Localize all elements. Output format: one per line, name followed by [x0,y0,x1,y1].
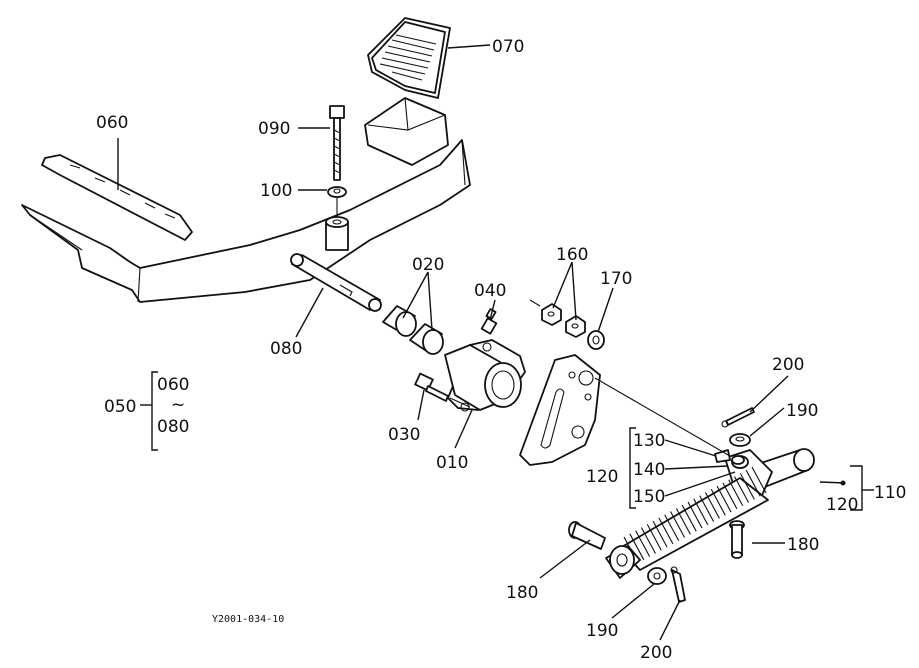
pedal-arm [21,139,471,303]
label-050-item-080: 080 [157,417,189,437]
spring-coil-line [693,498,709,526]
bolt-030 [414,372,471,408]
label-200-bottom: 200 [640,643,672,663]
washer-100 [327,186,347,198]
label-050-item-060: 060 [157,375,189,395]
label-040: 040 [474,281,506,301]
label-180-left: 180 [506,583,538,603]
label-110: 110 [874,483,906,503]
spring-coil-line [745,469,761,497]
label-200-top: 200 [772,355,804,375]
plate [519,354,601,466]
label-170: 170 [600,269,632,289]
label-190-bottom: 190 [586,621,618,641]
label-070: 070 [492,37,524,57]
label-150: 150 [633,487,665,507]
figure-code: Y2001-034-10 [212,614,284,625]
label-130: 130 [633,431,665,451]
washer-190-top [729,433,751,447]
pedal-pad [367,17,451,99]
label-090: 090 [258,119,290,139]
label-120-left: 120 [586,467,618,487]
label-030: 030 [388,425,420,445]
spring-coil-line [699,495,715,522]
spring-coil-line [681,504,697,532]
spring-coil-line [664,514,680,541]
clevis-pin-180-right [729,520,745,559]
label-180-right: 180 [787,535,819,555]
group-brackets [140,371,874,511]
leader-lines [117,44,846,641]
label-010: 010 [436,453,468,473]
washer-170 [587,330,605,350]
clevis-pin-180-left [568,521,606,550]
nuts-160 [541,303,586,338]
label-020: 020 [412,255,444,275]
washer-190-bottom [647,567,667,585]
spring-coil-line [629,533,645,561]
shaft-080 [290,253,382,312]
spring-coil-line [728,479,744,506]
spring-coil-line [704,492,720,519]
bracket-010 [444,339,526,412]
spring-coil-line [739,473,755,500]
spring-coil-line [635,530,651,557]
bolt-090 [329,105,345,181]
spring-coil-line [675,508,691,535]
spring-coil-line [640,527,656,554]
spacer [325,216,349,251]
label-050-separator: ~ [171,395,185,415]
spring-coil-line [652,520,668,548]
bushings-020 [382,305,444,355]
spring-coil-line [687,501,703,529]
spring-coil-line [751,466,767,494]
pin-130 [714,449,745,465]
spring-coil-line [710,489,726,516]
callout-labels: 060 070 090 100 020 040 160 170 080 030 … [96,37,906,663]
label-190-top: 190 [786,401,818,421]
spring-coil-line [646,524,662,551]
label-160: 160 [556,245,588,265]
grease-fitting-040 [480,308,498,335]
spring-coil-line [722,482,738,510]
pedal-stem [364,97,449,166]
spring-coil-line [716,485,732,513]
label-060: 060 [96,113,128,133]
label-140: 140 [633,460,665,480]
label-120-right: 120 [826,495,858,515]
label-050: 050 [104,397,136,417]
cotter-pin-200-bottom [670,566,686,603]
cotter-pin-200-top [721,407,755,428]
spring-coil-line [658,517,674,545]
spring-coil-line [670,511,686,538]
spring-coil-line [734,476,750,503]
label-100: 100 [260,181,292,201]
label-080: 080 [270,339,302,359]
